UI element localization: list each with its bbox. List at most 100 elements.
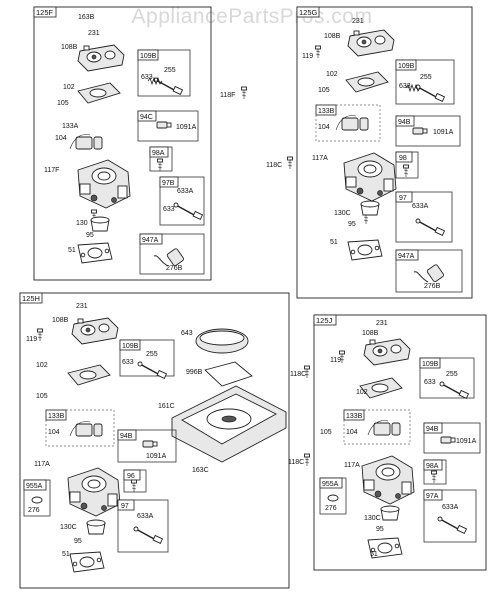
label-108b: 108B — [52, 317, 69, 324]
sub-94b-box — [117, 429, 177, 463]
bowl-part — [360, 200, 380, 216]
needle-part — [437, 516, 468, 535]
carb-top-part — [71, 317, 119, 345]
sub-133b-title: 133B — [346, 413, 363, 420]
label-51: 51 — [68, 247, 76, 254]
bowl-part — [380, 505, 400, 521]
label-118c-top: 118C — [266, 162, 282, 169]
label-130c: 130C — [364, 515, 381, 522]
needle-part — [415, 218, 446, 237]
label-95: 95 — [86, 232, 94, 239]
sub-97b-box — [159, 176, 205, 226]
label-108b: 108B — [61, 44, 78, 51]
screw-part — [157, 158, 163, 172]
label-130: 130 — [76, 220, 88, 227]
sub-94c-label: 1091A — [176, 124, 197, 131]
label-119: 119 — [330, 357, 341, 364]
sub-109b-label: 255 — [420, 74, 432, 81]
sub-109b-label: 255 — [164, 67, 176, 74]
sub-133b-title: 133B — [48, 413, 65, 420]
sub-97b-label: 633 — [163, 206, 175, 213]
sub-947a-title: 947A — [398, 253, 415, 260]
sub-133b-label: 104 — [318, 124, 330, 131]
sub-133b-title: 133B — [318, 108, 335, 115]
label-130c: 130C — [60, 524, 77, 531]
sub-98a-title-box — [149, 146, 169, 158]
float-part — [335, 115, 369, 131]
sub-109b-label: 255 — [146, 351, 158, 358]
screw-part — [37, 328, 43, 342]
label-231: 231 — [376, 320, 388, 327]
sub-97b-title-box — [159, 176, 179, 188]
flange-part — [69, 551, 105, 573]
label-118f: 118F — [220, 92, 235, 99]
label-163b: 163B — [78, 14, 95, 21]
sub-94b-title: 94B — [398, 119, 411, 126]
sub-955a-title: 955A — [322, 481, 339, 488]
sub-947a-label: 276B — [424, 283, 441, 290]
label-117a: 117A — [34, 461, 50, 468]
panel-125g-frame — [296, 6, 473, 299]
label-231: 231 — [88, 30, 100, 37]
sub-109b-box — [395, 59, 455, 105]
label-108b: 108B — [324, 33, 341, 40]
sub-133b-box — [315, 104, 381, 142]
sub-133b-label: 104 — [346, 429, 358, 436]
carb-body-part — [361, 455, 415, 505]
label-119: 119 — [26, 336, 37, 343]
sub-94c-box — [137, 110, 199, 142]
sub-947a-title: 947A — [142, 237, 159, 244]
sub-109b-box — [119, 339, 175, 377]
label-118c-mid: 118C — [290, 371, 306, 378]
watermark-text: AppliancePartsPros.com — [132, 5, 373, 28]
label-104: 104 — [55, 135, 67, 142]
sub-97a-title: 97A — [426, 493, 439, 500]
label-102: 102 — [36, 362, 48, 369]
label-95: 95 — [74, 538, 82, 545]
flange-part — [347, 239, 383, 261]
sub-109b-title: 109B — [140, 53, 157, 60]
label-231: 231 — [352, 18, 364, 25]
sub-98-title: 98 — [399, 155, 407, 162]
panel-125j-title-box — [313, 314, 337, 326]
sub-94c-title-box — [137, 110, 157, 122]
sub-94b-title: 94B — [426, 426, 439, 433]
label-105: 105 — [36, 393, 48, 400]
panel-125g-title-box — [296, 6, 320, 18]
sub-955a-label: 276 — [28, 507, 40, 514]
label-51: 51 — [370, 551, 378, 558]
panel-125j-frame — [313, 314, 487, 571]
sub-94b-title-box — [117, 429, 137, 441]
float-part — [69, 134, 103, 150]
sub-98a-title-box — [423, 459, 443, 471]
needle-part — [415, 84, 446, 103]
sub-96-title: 96 — [127, 473, 135, 480]
jet-part — [142, 440, 158, 448]
label-51: 51 — [62, 551, 70, 558]
panel-125j-title: 125J — [316, 316, 333, 325]
label-133a: 133A — [62, 123, 79, 130]
screw-part — [403, 164, 409, 178]
sub-94b-label: 1091A — [456, 438, 477, 445]
sub-98a-title: 98A — [152, 150, 165, 157]
bowl-part — [90, 216, 110, 232]
sub-94b-box — [423, 422, 481, 454]
panel-125f-frame — [33, 6, 212, 281]
panel-125h-title-box — [19, 292, 43, 304]
washer-part — [327, 494, 339, 502]
label-119: 119 — [302, 53, 313, 60]
label-108b: 108B — [362, 330, 379, 337]
label-105: 105 — [320, 429, 332, 436]
sub-97a-box — [423, 489, 477, 543]
sub-109b-title: 109B — [422, 361, 439, 368]
screw-part — [241, 86, 247, 100]
sub-94b-title-box — [423, 422, 443, 434]
sub-94b-title-box — [395, 115, 415, 127]
sub-133b-title-box — [343, 409, 365, 421]
sub-94b-box — [395, 115, 461, 147]
sub-109b-title-box — [419, 357, 441, 369]
sub-947a-label: 276B — [166, 265, 183, 272]
panel-125g-title: 125G — [299, 8, 318, 17]
label-643: 643 — [181, 330, 193, 337]
gasket-part — [345, 71, 389, 93]
